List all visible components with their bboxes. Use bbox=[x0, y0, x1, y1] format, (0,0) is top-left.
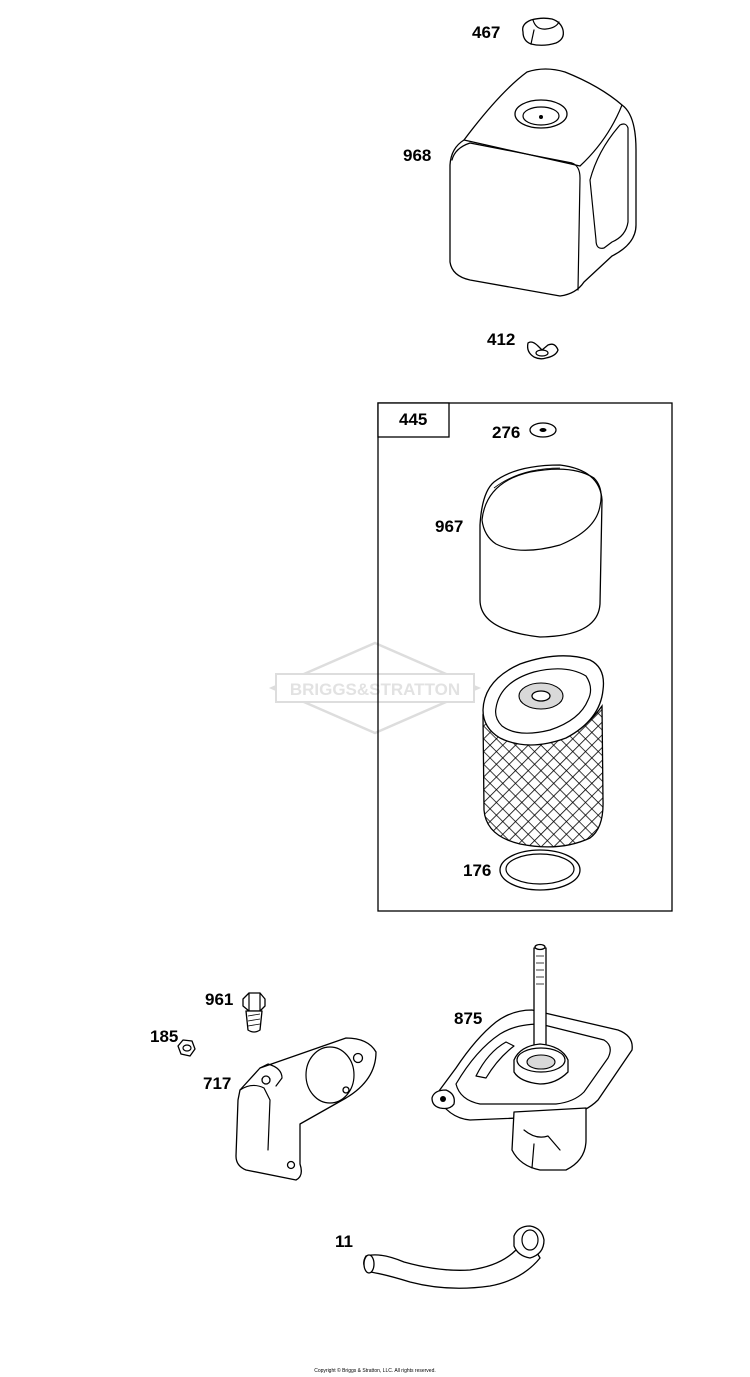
label-445: 445 bbox=[399, 410, 427, 429]
part-961-bolt bbox=[242, 992, 266, 1033]
label-176: 176 bbox=[463, 861, 491, 880]
part-176-seal-ring bbox=[499, 849, 581, 891]
label-467: 467 bbox=[472, 23, 500, 42]
copyright-footer: Copyright © Briggs & Stratton, LLC. All … bbox=[314, 1368, 436, 1374]
label-961: 961 bbox=[205, 990, 233, 1009]
part-412-wing-nut bbox=[526, 341, 559, 360]
brand-watermark: BRIGGS&STRATTON bbox=[268, 641, 482, 735]
part-467-knob bbox=[522, 17, 564, 46]
label-185: 185 bbox=[150, 1027, 178, 1046]
label-11: 11 bbox=[335, 1232, 353, 1251]
part-276-washer bbox=[529, 422, 557, 438]
part-968-cover bbox=[449, 68, 637, 297]
label-276: 276 bbox=[492, 423, 520, 442]
part-717-bracket bbox=[235, 1037, 377, 1181]
part-967-precleaner bbox=[479, 464, 603, 638]
kit-445-box bbox=[377, 402, 673, 912]
label-875: 875 bbox=[454, 1009, 482, 1028]
label-412: 412 bbox=[487, 330, 515, 349]
part-875-base bbox=[431, 943, 633, 1171]
part-11-breather-tube bbox=[363, 1225, 545, 1289]
label-967: 967 bbox=[435, 517, 463, 536]
label-968: 968 bbox=[403, 146, 431, 165]
part-air-filter bbox=[482, 655, 605, 848]
label-717: 717 bbox=[203, 1074, 231, 1093]
watermark-text: BRIGGS&STRATTON bbox=[290, 680, 460, 699]
part-185-nut bbox=[177, 1039, 196, 1057]
